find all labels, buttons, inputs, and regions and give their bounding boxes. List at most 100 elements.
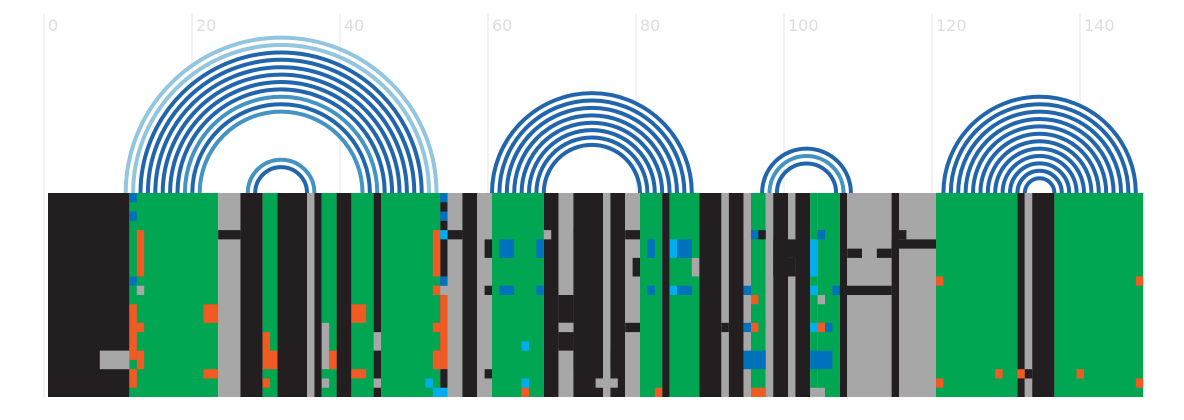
arc-0-3 <box>145 57 417 194</box>
column-band-35 <box>795 193 811 397</box>
column-band-5 <box>277 193 307 397</box>
x-tick-label-40: 40 <box>344 16 364 35</box>
column-band-10 <box>351 193 374 397</box>
arc-2-4 <box>519 120 665 194</box>
matrix-cell-4 <box>136 285 145 295</box>
x-tick-label-100: 100 <box>788 16 819 35</box>
arc-4-10 <box>1015 168 1064 194</box>
matrix-cell-11 <box>203 304 219 323</box>
arc-4-5 <box>978 131 1101 194</box>
matrix-cell-45 <box>521 378 529 388</box>
matrix-cell-26 <box>432 322 441 333</box>
matrix-cell-34 <box>440 285 448 295</box>
matrix-cell-50 <box>558 322 574 333</box>
matrix-cell-90 <box>839 285 892 295</box>
matrix-cell-57 <box>625 230 640 240</box>
matrix-cell-74 <box>751 387 759 397</box>
arc-4-7 <box>993 146 1086 194</box>
arc-4-6 <box>985 139 1094 194</box>
matrix-cell-80 <box>810 239 818 277</box>
matrix-cell-41 <box>499 285 515 295</box>
column-band-43 <box>1017 193 1025 397</box>
matrix-cell-86 <box>817 322 825 333</box>
matrix-cell-47 <box>484 369 492 379</box>
matrix-cell-43 <box>543 230 552 240</box>
column-band-46 <box>1054 193 1144 397</box>
matrix-cell-85 <box>810 322 818 333</box>
column-band-12 <box>381 193 441 397</box>
arc-2-3 <box>512 113 672 194</box>
arc-0-10 <box>197 109 365 194</box>
matrix-cell-89 <box>810 387 825 397</box>
arc-1-1 <box>253 165 309 194</box>
matrix-cell-83 <box>832 285 840 295</box>
matrix-cell-3 <box>129 276 137 286</box>
matrix-cell-19 <box>329 350 337 370</box>
matrix-cell-14 <box>262 332 270 370</box>
matrix-cell-98 <box>1017 369 1025 379</box>
matrix-cell-48 <box>573 230 596 240</box>
matrix-cell-64 <box>677 239 692 258</box>
column-band-11 <box>373 193 381 397</box>
column-band-6 <box>307 193 315 397</box>
matrix-cells <box>99 193 1144 397</box>
matrix-cell-42 <box>536 285 544 295</box>
matrix-cell-102 <box>1135 378 1144 388</box>
column-band-14 <box>447 193 463 397</box>
matrix-cell-32 <box>440 230 448 240</box>
arc-0-9 <box>190 102 372 194</box>
arc-2-2 <box>504 105 679 194</box>
x-tick-label-20: 20 <box>196 16 216 35</box>
arc-3-0 <box>760 146 853 194</box>
arc-2-5 <box>527 128 657 194</box>
matrix-cell-87 <box>825 322 833 333</box>
matrix-cell-18 <box>321 378 330 388</box>
matrix-cell-101 <box>1135 276 1144 286</box>
column-band-28 <box>721 193 729 397</box>
column-band-7 <box>314 193 322 397</box>
matrix-cell-67 <box>691 257 700 277</box>
matrix-cell-23 <box>373 378 381 388</box>
column-band-29 <box>728 193 744 397</box>
matrix-cell-16 <box>270 350 278 370</box>
arc-0-8 <box>182 94 380 194</box>
matrix-cell-84 <box>817 295 825 305</box>
matrix-cell-17 <box>321 322 330 370</box>
matrix-cell-38 <box>499 239 515 258</box>
matrix-cell-0 <box>129 193 137 203</box>
matrix-cell-13 <box>218 230 241 240</box>
matrix-cell-8 <box>136 350 145 370</box>
matrix-cell-79 <box>773 257 796 277</box>
arc-2-6 <box>534 135 650 194</box>
matrix-cell-96 <box>936 378 944 388</box>
matrix-cell-65 <box>669 285 677 295</box>
matrix-cell-73 <box>751 322 759 333</box>
x-tick-label-120: 120 <box>936 16 967 35</box>
column-band-23 <box>625 193 640 397</box>
arc-2-7 <box>541 142 642 194</box>
matrix-cell-51 <box>558 332 574 351</box>
arc-0-0 <box>123 35 439 194</box>
matrix-cell-100 <box>1076 369 1084 379</box>
column-band-33 <box>773 193 788 397</box>
matrix-cell-36 <box>447 230 463 240</box>
arc-4-11 <box>1022 176 1057 194</box>
matrix-cell-28 <box>425 378 433 388</box>
matrix-cell-75 <box>758 387 766 397</box>
matrix-cell-61 <box>647 285 655 295</box>
matrix-cell-40 <box>484 285 492 295</box>
arc-0-5 <box>160 72 402 194</box>
arc-0-1 <box>131 43 432 194</box>
column-band-41 <box>899 193 936 397</box>
matrix-cell-35 <box>440 295 448 370</box>
x-tick-label-60: 60 <box>492 16 512 35</box>
matrix-cell-33 <box>440 276 448 286</box>
matrix-cell-54 <box>610 350 618 370</box>
matrix-cell-9 <box>99 350 130 370</box>
matrix-cell-95 <box>936 276 944 286</box>
matrix-cell-88 <box>810 350 833 370</box>
arc-4-4 <box>971 124 1109 194</box>
matrix-cell-81 <box>817 230 825 240</box>
